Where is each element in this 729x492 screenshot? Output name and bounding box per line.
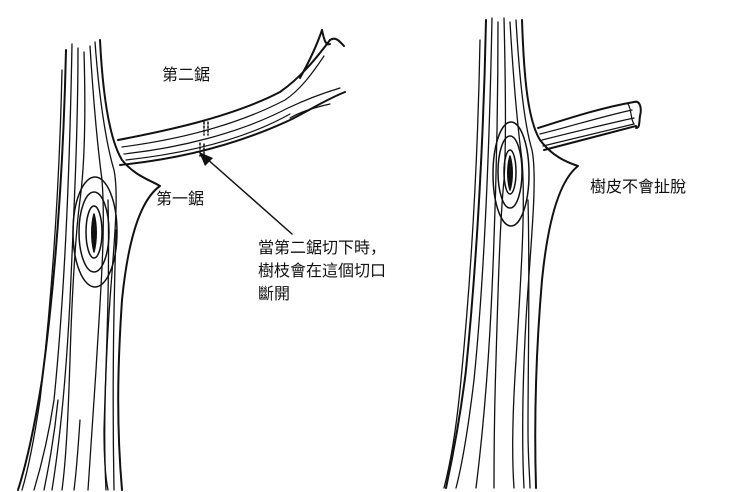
right-trunk	[445, 19, 579, 489]
right-knot	[492, 121, 530, 227]
cut-marks	[199, 121, 209, 158]
right-tree	[443, 17, 642, 489]
left-branch-grain	[121, 55, 341, 161]
left-branch	[117, 29, 346, 166]
right-branch-stub	[537, 100, 642, 151]
cut-explanation-callout: 當第二鋸切下時， 樹枝會在這個切口 斷開	[258, 236, 386, 305]
label-second-cut: 第二鋸	[162, 65, 211, 84]
label-first-cut: 第一鋸	[156, 189, 205, 208]
left-trunk-grain	[21, 41, 117, 491]
right-trunk-grain	[443, 17, 535, 489]
right-branch-grain	[539, 103, 635, 147]
left-tree	[17, 29, 346, 491]
label-bark-not-torn: 樹皮不會扯脫	[590, 177, 687, 196]
callout-line-2: 樹枝會在這個切口	[258, 261, 387, 280]
left-knot	[72, 176, 118, 288]
callout-line-3: 斷開	[258, 284, 291, 303]
callout-arrow	[199, 152, 293, 235]
left-trunk	[17, 39, 161, 491]
callout-line-1: 當第二鋸切下時，	[258, 238, 387, 257]
